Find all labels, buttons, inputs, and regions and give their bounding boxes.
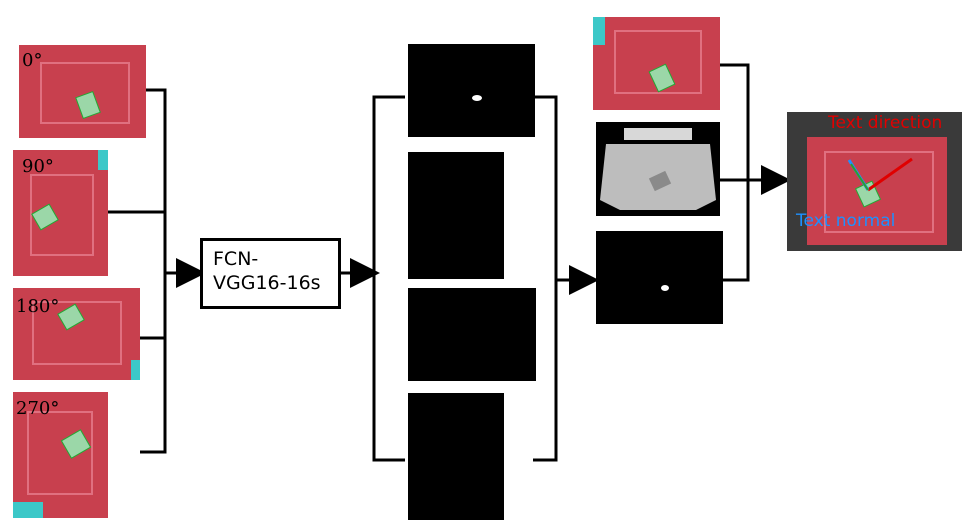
- input-image-90: [13, 150, 108, 276]
- mask-90: [408, 152, 504, 279]
- direction-axis: [867, 157, 913, 192]
- text-normal-label: Text normal: [796, 211, 896, 231]
- fcn-model-box: FCN- VGG16-16s: [200, 238, 341, 309]
- depth-image: [596, 122, 720, 216]
- output-image: [787, 112, 962, 251]
- input-image-270: [13, 392, 108, 518]
- input-image-0: [19, 45, 146, 138]
- angle-label-0: 0°: [22, 50, 43, 71]
- input-image-180: [13, 288, 140, 380]
- mask-0: [408, 44, 535, 137]
- fused-mask: [596, 231, 723, 324]
- text-direction-label: Text direction: [828, 113, 943, 133]
- rgb-image: [593, 17, 720, 110]
- fcn-model-label: FCN- VGG16-16s: [213, 248, 321, 294]
- angle-label-180: 180°: [16, 296, 60, 317]
- mask-270: [408, 393, 504, 520]
- angle-label-270: 270°: [16, 398, 60, 419]
- mask-180: [408, 288, 536, 381]
- angle-label-90: 90°: [22, 156, 54, 177]
